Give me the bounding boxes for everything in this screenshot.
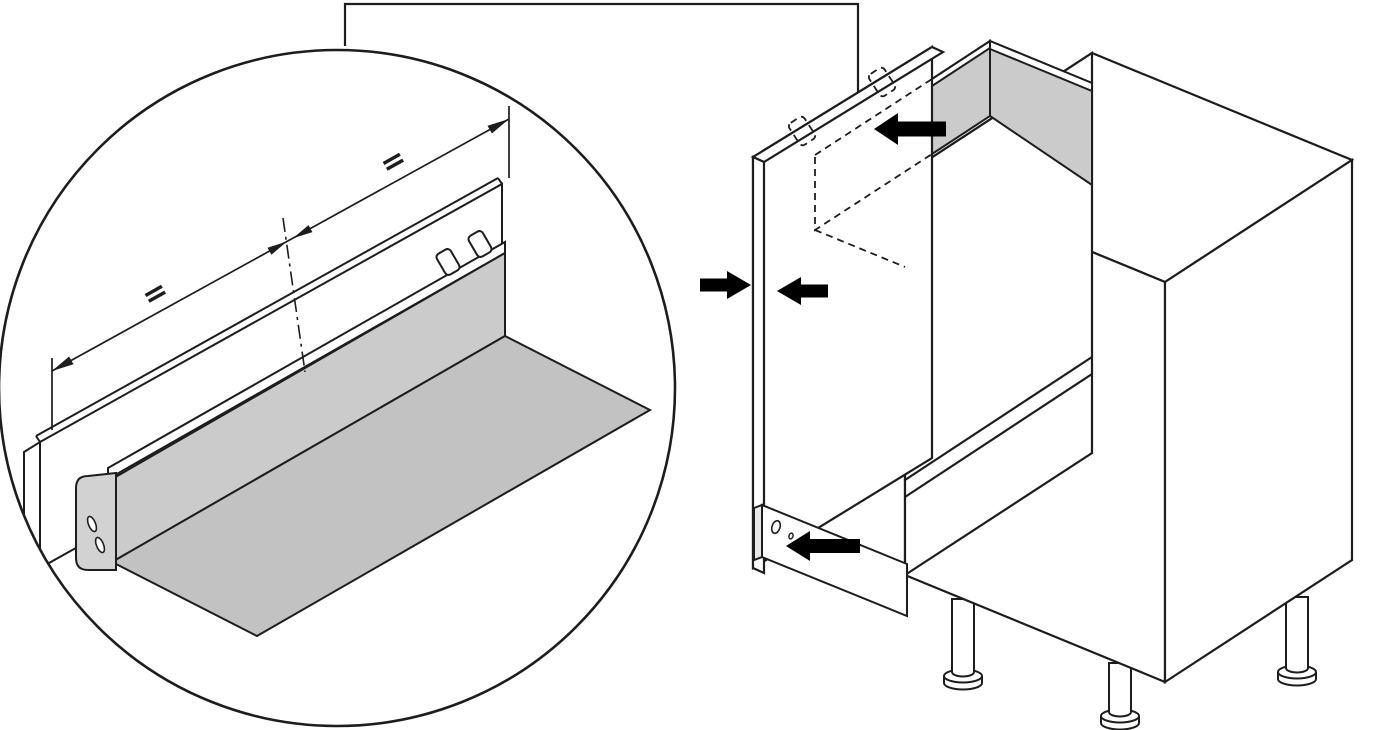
drawer bbox=[931, 39, 1093, 187]
clamp-arrow-left-icon bbox=[700, 271, 751, 299]
runner-slot-icon bbox=[770, 519, 782, 535]
front-bracket-icon bbox=[435, 230, 493, 276]
mounting-slot-icon bbox=[86, 515, 98, 533]
foot-back-right bbox=[1277, 596, 1317, 687]
detail-circle-outline bbox=[0, 48, 677, 728]
drawer-side-top-rail2 bbox=[989, 39, 1093, 93]
drawer-side-wall bbox=[107, 240, 653, 638]
cabinet-bottom-panel-edge2 bbox=[904, 373, 1093, 498]
cabinet-right-face bbox=[1163, 157, 1354, 685]
front-panel-left-edge bbox=[751, 155, 766, 575]
runner-hole-icon bbox=[788, 532, 794, 540]
dimension-arrow-icon bbox=[52, 119, 509, 371]
detail-view: = = bbox=[0, 50, 675, 726]
cabinet-bottom-panel-edge bbox=[904, 356, 1093, 481]
cabinet-carcass bbox=[902, 50, 1355, 685]
adjustable-foot-icon bbox=[943, 596, 1317, 730]
front-panel bbox=[750, 45, 946, 575]
instruction-arrows bbox=[700, 113, 946, 561]
drawer-bottom bbox=[109, 334, 653, 638]
callout-line bbox=[343, 2, 860, 112]
foot-front-right bbox=[1100, 662, 1140, 730]
slide-arrow-icon bbox=[786, 531, 860, 561]
foot-front-left bbox=[943, 598, 983, 691]
push-drawer-arrow-icon bbox=[874, 113, 946, 145]
mounting-slot-icon bbox=[94, 536, 106, 554]
drawer-side-cap bbox=[75, 471, 117, 571]
cabinet-view bbox=[700, 39, 1355, 730]
clamp-arrow-right-icon bbox=[777, 277, 828, 305]
runner-end-cap bbox=[753, 503, 763, 562]
panel-left-end bbox=[23, 440, 41, 580]
hidden-edge-dashed-icon bbox=[788, 66, 933, 268]
center-line-icon bbox=[282, 217, 306, 373]
